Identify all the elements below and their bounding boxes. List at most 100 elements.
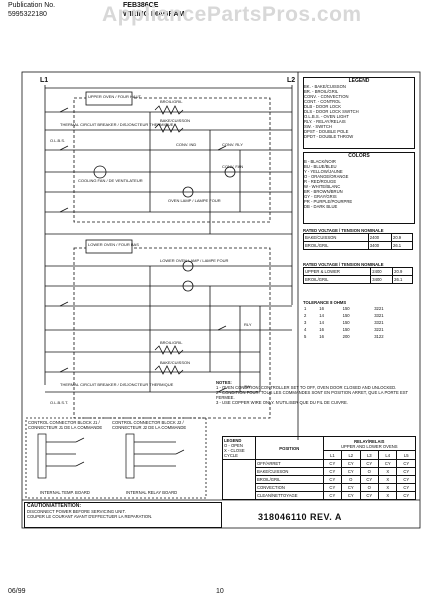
conv-rly-label: CONV. RLY xyxy=(222,142,243,147)
rating-cell: BROIL/GRIL xyxy=(302,275,372,284)
relay-cell: CY xyxy=(341,459,361,468)
relay-cell: O xyxy=(341,475,361,484)
table-row: CONVECTION CY CY O X CY xyxy=(223,483,416,492)
color-item: B - BLACK/NOIR xyxy=(304,159,336,164)
position-cell: CLEAN/NETTOYAGE xyxy=(255,491,324,500)
rating-cell: 26.1 xyxy=(390,241,414,250)
color-item: PR - PURPLE/POURPRE xyxy=(304,199,353,204)
cooling-fan-label: COOLING FAN / DE VENTILATEUR xyxy=(78,178,143,183)
rating-table-title: RATED VOLTAGE / TENSION NOMINALE xyxy=(303,262,384,267)
color-item: Y - YELLOW/JAUNE xyxy=(304,169,343,174)
legend-box: LEGEND BK. - BAKE/CUISSON BR. - BROIL/GR… xyxy=(303,77,415,149)
relay-cell: O xyxy=(359,483,380,492)
legend-item: BR. - BROIL/GRIL xyxy=(304,89,339,94)
colors-title: COLORS xyxy=(348,153,370,159)
wire-cell: 16 xyxy=(319,327,324,332)
color-item: R - RED/ROUGE xyxy=(304,179,337,184)
publication-number: 5995322180 xyxy=(8,11,47,18)
caution-line: DISCONNECT POWER BEFORE SERVICING UNIT. xyxy=(27,509,126,514)
watermark: AppliancePartsPros.com xyxy=(102,3,362,26)
relay-header: RELAY/RELAIS xyxy=(354,438,385,444)
rating-cell: 20.9 xyxy=(392,267,413,276)
legend-item: DPST - DOUBLE POLE xyxy=(304,129,349,134)
rating-table-1: RATED VOLTAGE / TENSION NOMINALE BAKE/CU… xyxy=(303,228,414,250)
wire-cell: 200 xyxy=(342,334,350,339)
publication-label: Publication No. xyxy=(8,2,56,9)
relay-cell: CY xyxy=(396,467,416,476)
wire-cell: 150 xyxy=(342,306,350,311)
bake-label-lower: BAKE/CUISSON xyxy=(160,360,190,365)
rating-cell: 2400 xyxy=(367,233,392,242)
oven-lamp-label: OVEN LAMP / LAMPE FOUR xyxy=(168,198,221,203)
wire-cell: 16 xyxy=(319,334,324,339)
table-row: BAKE/CUISSON CY CY O X CY xyxy=(223,467,416,476)
legend-item: SW. - SWITCH xyxy=(304,124,332,129)
note-item: 2 - CONDITION FOUR: TOUS LES COMMANDES S… xyxy=(216,390,409,400)
relay-cell: CY xyxy=(396,491,416,500)
legend-item: RLY. - RELAY/RELAIS xyxy=(304,119,346,124)
color-item: DB - DARK BLUE xyxy=(304,204,338,209)
rating-table-2: RATED VOLTAGE / TENSION NOMINALE UPPER &… xyxy=(302,262,413,284)
legend-item: DLS - DOOR LOCK SWITCH xyxy=(304,109,359,114)
caution-line: COUPER LE COURANT AVANT D'EFFECTUER LA R… xyxy=(27,514,153,519)
j1-title: CONTROL CONNECTOR BLOCK J1 / CONNECTEUR … xyxy=(28,420,103,430)
position-legend-item: O - OPEN xyxy=(224,443,243,448)
legend-title: LEGEND xyxy=(348,78,370,84)
notes-section: NOTES: 1 - OVEN CONDITION: CONTROLLER SE… xyxy=(216,380,416,405)
wire-cell: 3221 xyxy=(374,306,384,311)
broil-label-lower: BROIL/GRIL xyxy=(160,340,183,345)
legend-item: DLB - DOOR LOCK xyxy=(304,104,341,109)
color-item: O - ORANGE/ORANGE xyxy=(304,174,349,179)
relay-label: RLY xyxy=(244,322,252,327)
legend-item: BK. - BAKE/CUISSON xyxy=(304,84,346,89)
lower-oven-tag: LOWER OVEN / FOUR BAS xyxy=(88,242,139,247)
caution-title: CAUTION/ATTENTION: xyxy=(27,503,82,509)
colors-box: COLORS B - BLACK/NOIR BU - BLUE/BLEU Y -… xyxy=(303,152,415,224)
table-row: BROIL/GRIL CY O CY X CY xyxy=(223,475,416,484)
relay-cell: CY xyxy=(341,491,361,500)
wire-cell: 3321 xyxy=(374,313,384,318)
relay-subheader: UPPER AND LOWER OVENS xyxy=(341,443,398,449)
bake-label-upper: BAKE/CUISSON xyxy=(160,118,190,123)
legend-item: O.L.B.S. - OVEN LIGHT xyxy=(304,114,349,119)
wire-cell: 3 xyxy=(304,320,307,325)
relay-cell: CY xyxy=(359,491,380,500)
l1-label: L1 xyxy=(40,77,48,84)
j1-caption: INTERNAL TEMP. BOARD xyxy=(40,490,90,495)
relay-col-header: L5 xyxy=(396,450,416,460)
relay-cell: X xyxy=(378,475,398,484)
part-number: 318046110 REV. A xyxy=(258,512,342,522)
note-item: 1 - OVEN CONDITION: CONTROLLER SET TO OF… xyxy=(216,385,397,390)
relay-cell: CY xyxy=(322,475,343,484)
position-cell: CONVECTION xyxy=(255,483,324,492)
caution-box: CAUTION/ATTENTION: DISCONNECT POWER BEFO… xyxy=(24,502,222,528)
relay-cell: CY xyxy=(322,467,343,476)
position-table-wrap: LEGEND O - OPEN X - CLOSE CYCLE POSITION… xyxy=(222,435,417,500)
relay-cell: CY xyxy=(396,459,416,468)
position-cell: BAKE/CUISSON xyxy=(255,467,324,476)
thermal-breaker-upper: THERMAL CIRCUIT BREAKER / DISJONCTEUR TH… xyxy=(60,122,174,127)
lower-oven-lamp-label: LOWER OVEN LAMP / LAMPE FOUR xyxy=(160,258,228,263)
conv-ind-label: CONV. IND xyxy=(176,142,196,147)
olbst-label-lower: O.L.B.S.T. xyxy=(50,400,68,405)
relay-cell: X xyxy=(378,491,398,500)
position-cell: OFF/ARRET xyxy=(255,459,324,468)
notes-title: NOTES: xyxy=(216,380,232,385)
relay-cell: CY xyxy=(359,459,380,468)
olbs-label-upper: O.L.B.S. xyxy=(50,138,65,143)
relay-cell: CY xyxy=(396,475,416,484)
color-item: GY - GRAY/GRIS xyxy=(304,194,337,199)
broil-label-upper: BROIL/GRIL xyxy=(160,99,183,104)
wire-cell: 4 xyxy=(304,327,307,332)
note-item: 3 - USE COPPER WIRE ONLY. N'UTILISER QUE… xyxy=(216,400,348,405)
rating-cell: BAKE/CUISSON xyxy=(303,233,369,242)
rating-cell: BROIL/GRIL xyxy=(303,241,369,250)
legend-item: DPDT - DOUBLE THROW xyxy=(304,134,354,139)
j2-title: CONTROL CONNECTOR BLOCK J2 / CONNECTEUR … xyxy=(112,420,187,430)
relay-cell: CY xyxy=(378,459,398,468)
j2-caption: INTERNAL RELAY BOARD xyxy=(126,490,178,495)
conv-fan-label: CONV. FAN xyxy=(222,164,243,169)
wire-cell: 150 xyxy=(342,313,350,318)
relay-cell: CY xyxy=(322,491,343,500)
rating-cell: 3400 xyxy=(367,241,392,250)
